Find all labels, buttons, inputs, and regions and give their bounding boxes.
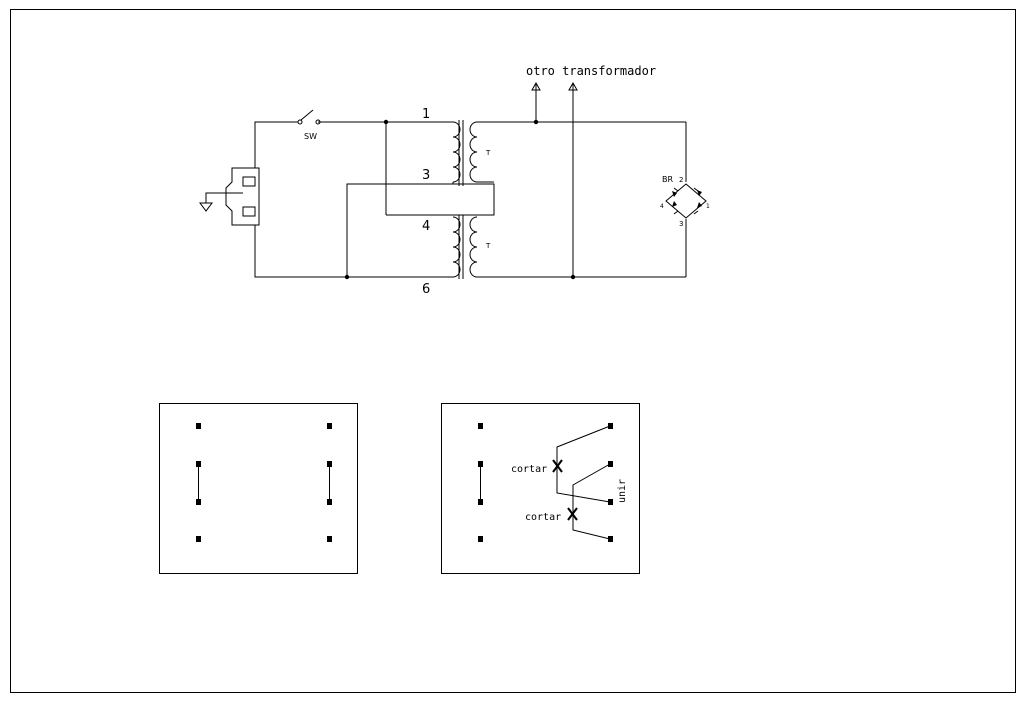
drawing-frame — [10, 9, 1016, 693]
bridge-label: BR — [662, 175, 673, 184]
other-transformer-label: otro transformador — [526, 64, 656, 78]
transformer-bottom-label: T — [485, 242, 491, 250]
ground-icon — [199, 202, 213, 212]
transformer-top-icon — [446, 120, 494, 186]
bridge-pin-4-label: 4 — [660, 203, 664, 210]
primary-wiring — [254, 121, 495, 278]
transformer-top-label: T — [485, 149, 491, 157]
pin-1-label: 1 — [422, 107, 430, 122]
pin-6-label: 6 — [422, 282, 430, 297]
board-modified — [441, 403, 640, 574]
cut-mark-icon — [552, 459, 578, 521]
output-arrow-icon — [531, 81, 578, 91]
pin-3-label: 3 — [422, 168, 430, 183]
join-label: unir — [617, 479, 628, 503]
terminal-pad — [327, 423, 332, 429]
terminal-pad — [327, 536, 332, 542]
junction-dot — [383, 119, 389, 125]
terminal-pad — [608, 499, 613, 505]
cut-bottom-label: cortar — [525, 512, 561, 523]
terminal-pad — [478, 423, 483, 429]
bridge-pin-2-label: 2 — [679, 176, 683, 184]
switch-icon — [297, 109, 321, 125]
terminal-pad — [196, 536, 201, 542]
transformer-bottom-icon — [446, 214, 573, 279]
pin-4-label: 4 — [422, 219, 430, 234]
secondary-wiring — [486, 84, 687, 278]
board-original — [159, 403, 358, 574]
bridge-rectifier-icon — [665, 183, 707, 219]
terminal-pad — [608, 461, 613, 467]
bridge-pin-3-label: 3 — [679, 220, 683, 228]
cut-top-label: cortar — [511, 464, 547, 475]
terminal-pad — [608, 423, 613, 429]
terminal-pad — [608, 536, 613, 542]
terminal-pad — [196, 423, 201, 429]
power-inlet-icon — [205, 167, 260, 226]
bridge-pin-1-label: 1 — [706, 203, 710, 210]
switch-label: SW — [304, 132, 317, 141]
junction-dot — [344, 274, 350, 280]
terminal-pad — [478, 536, 483, 542]
